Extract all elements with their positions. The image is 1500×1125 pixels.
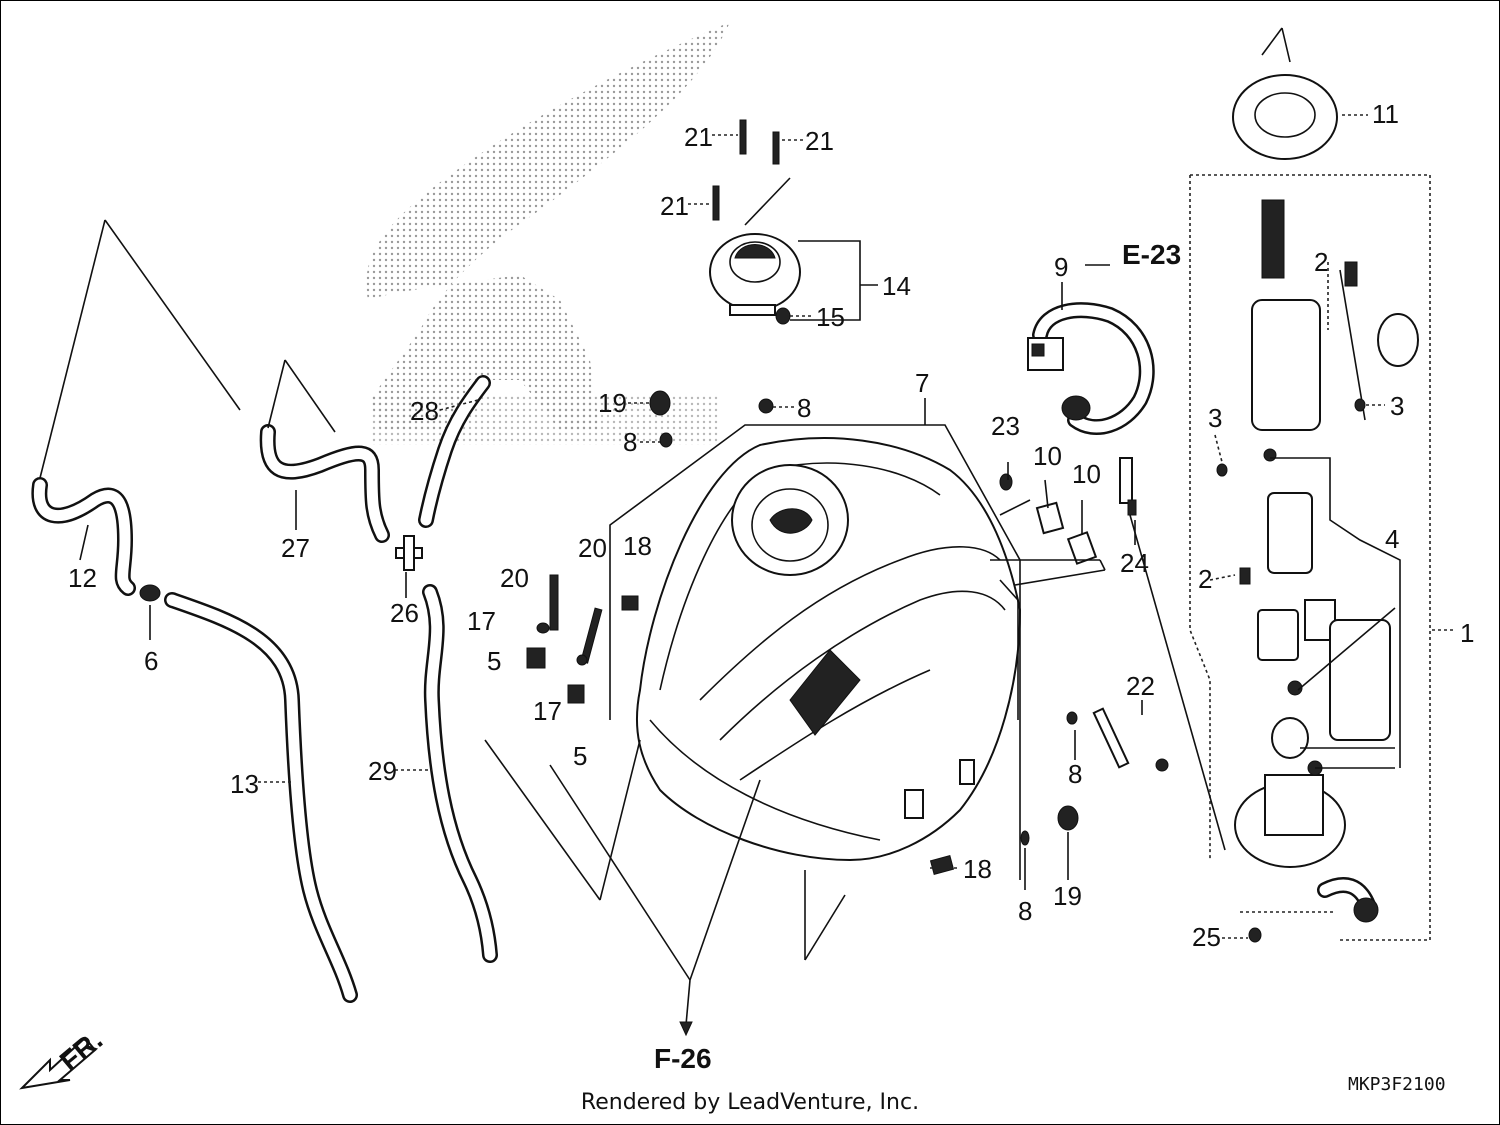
callout-label: 8 <box>623 427 637 457</box>
honda-wing-watermark <box>366 22 730 445</box>
callout-label: 19 <box>1053 881 1082 911</box>
callout-label: 20 <box>500 563 529 593</box>
callout-label: 11 <box>1372 99 1399 129</box>
callout-label: 21 <box>805 126 834 156</box>
callout-label: 29 <box>368 756 397 786</box>
leader-lines <box>39 27 1455 1037</box>
callout-label: 26 <box>390 598 419 628</box>
callout-label: 23 <box>991 411 1020 441</box>
diagram-code: MKP3F2100 <box>1348 1074 1446 1095</box>
fuel-pump-assembly[interactable] <box>1216 74 1419 943</box>
rubber-19-bottom[interactable] <box>1057 805 1079 831</box>
callout-label: 21 <box>660 191 689 221</box>
callout-label: 5 <box>487 646 501 676</box>
callout-label: 2 <box>1314 247 1328 277</box>
rubber-19-top[interactable] <box>649 390 671 416</box>
callout-label: 5 <box>573 741 587 771</box>
reference-f26[interactable]: F-26 <box>654 1043 712 1074</box>
callout-label: 3 <box>1390 391 1404 421</box>
nut-15[interactable] <box>775 307 791 325</box>
callout-label: 18 <box>623 531 652 561</box>
hose-27[interactable] <box>259 424 390 543</box>
nut-23[interactable] <box>999 473 1013 491</box>
nut-8-mid[interactable] <box>659 432 673 448</box>
joint-26[interactable] <box>395 535 423 571</box>
reference-e23[interactable]: E-23 <box>1122 239 1181 270</box>
nut-8-bottom[interactable] <box>1020 830 1030 846</box>
callout-label: 8 <box>797 393 811 423</box>
callout-label: 10 <box>1033 441 1062 471</box>
callout-label: 12 <box>68 563 97 593</box>
callout-label: 15 <box>816 302 845 332</box>
callout-labels: 1 2 2 3 3 4 5 5 6 7 8 8 8 8 9 10 10 11 1… <box>68 99 1474 952</box>
callout-label: 2 <box>1198 564 1212 594</box>
callout-label: 28 <box>410 396 439 426</box>
callout-label: 6 <box>144 646 158 676</box>
hose-12[interactable] <box>31 477 136 596</box>
callout-label: 17 <box>533 696 562 726</box>
hose-28[interactable] <box>418 375 491 528</box>
washer-17[interactable] <box>536 622 588 666</box>
bolt-20-left[interactable] <box>549 574 559 631</box>
sensor-24[interactable] <box>1119 457 1137 516</box>
fuel-tank[interactable] <box>635 437 1022 862</box>
collar-5-left[interactable] <box>526 647 546 669</box>
hose-29[interactable] <box>422 584 498 963</box>
bolt-21-set[interactable] <box>712 119 780 221</box>
callout-label: 27 <box>281 533 310 563</box>
callout-label: 9 <box>1054 252 1068 282</box>
callout-label: 14 <box>882 271 911 301</box>
fuel-pump-harness[interactable] <box>1027 302 1155 436</box>
front-direction-arrow: FR. <box>19 1024 108 1090</box>
clip-6[interactable] <box>139 584 161 602</box>
bolt-20-right[interactable] <box>580 607 603 664</box>
callout-label: 3 <box>1208 403 1222 433</box>
callout-label: 20 <box>578 533 607 563</box>
callout-label: 8 <box>1018 896 1032 926</box>
callout-label: 19 <box>598 388 627 418</box>
filler-cap-assembly[interactable] <box>709 177 801 316</box>
callout-label: 22 <box>1126 671 1155 701</box>
hose-13[interactable] <box>164 592 358 1003</box>
callout-label: 4 <box>1385 524 1399 554</box>
callout-label: 21 <box>684 122 713 152</box>
callout-label: 8 <box>1068 759 1082 789</box>
cushion-18-left[interactable] <box>621 595 639 611</box>
callout-label: 10 <box>1072 459 1101 489</box>
callout-label: 7 <box>915 368 929 398</box>
reference-labels: E-23 F-26 <box>654 239 1181 1074</box>
callout-label: 17 <box>467 606 496 636</box>
bracket-10-left[interactable] <box>1035 501 1065 535</box>
callout-label: 25 <box>1192 922 1221 952</box>
pipe-22[interactable] <box>1092 707 1169 772</box>
nut-8-top[interactable] <box>758 398 774 414</box>
bracket-10-right[interactable] <box>1066 531 1098 565</box>
callout-label: 1 <box>1460 618 1474 648</box>
callout-label: 24 <box>1120 548 1149 578</box>
nut-8-right[interactable] <box>1066 711 1078 725</box>
cushion-18-bottom[interactable] <box>929 855 955 875</box>
callout-label: 13 <box>230 769 259 799</box>
collar-5-right[interactable] <box>567 684 585 704</box>
callout-label: 18 <box>963 854 992 884</box>
credit-text: Rendered by LeadVenture, Inc. <box>580 1090 920 1115</box>
